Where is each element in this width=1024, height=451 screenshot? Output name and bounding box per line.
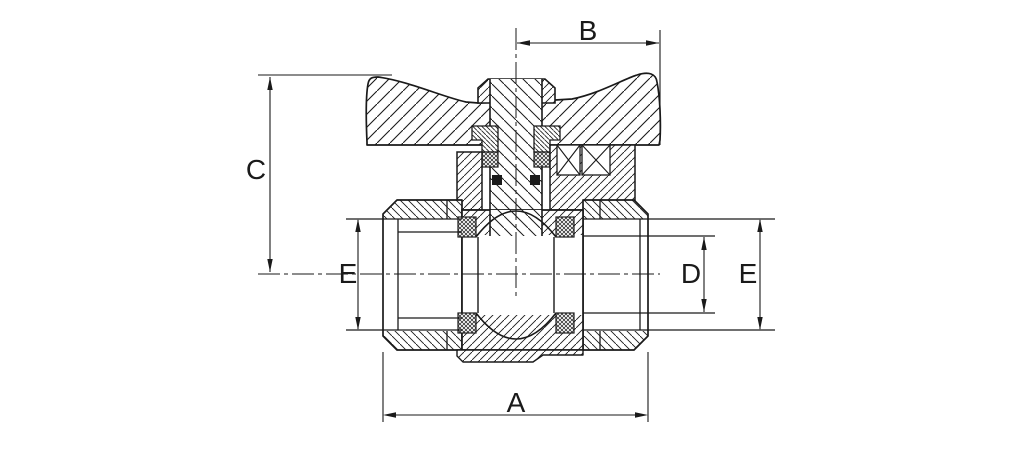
threaded-port-left [346,218,462,331]
dim-label-e-left: E [339,258,358,289]
dim-b-arrow-right [646,40,659,46]
dim-label-e-right: E [739,258,758,289]
dim-b-arrow-left [517,40,530,46]
dim-label-a: A [507,387,526,418]
dim-a-arrow-left [383,412,396,418]
stem-o-ring-seals [492,175,540,185]
dim-e-left-arrow-bottom [355,317,361,330]
dim-a-arrow-right [635,412,648,418]
body-neck-left [456,151,483,211]
dim-d-arrow-top [701,237,707,250]
dim-e-left-arrow-top [355,219,361,232]
dim-e-right-arrow-bottom [757,317,763,330]
threaded-port-right [583,218,775,331]
dim-d-arrow-bottom [701,299,707,312]
dim-label-d: D [681,258,701,289]
centerlines [258,28,660,300]
gland-seal-right [533,125,561,153]
end-cap-left [382,199,463,351]
dim-c-arrow-bottom [267,259,273,272]
stem-packing-rings [481,151,551,168]
ball-seats [457,216,575,334]
dim-a-extension-lines [382,352,649,422]
end-cap-right [582,199,649,351]
dimension-annotations [258,30,763,422]
stem-through-body [489,210,543,236]
dim-label-b: B [579,15,598,46]
dim-label-c: C [246,154,266,185]
dim-e-right-arrow-top [757,219,763,232]
dim-c-arrow-top [267,77,273,90]
body-neck-right [549,144,636,211]
